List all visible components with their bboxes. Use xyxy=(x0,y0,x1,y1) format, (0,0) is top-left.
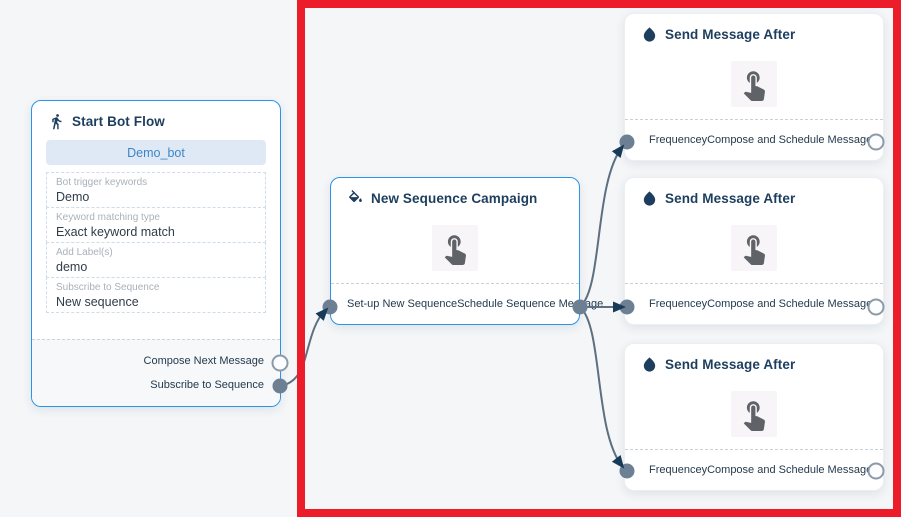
field-value: Exact keyword match xyxy=(56,225,175,239)
send-node-footer: Frequencey Compose and Schedule Message xyxy=(625,449,883,490)
hand-cursor-icon[interactable] xyxy=(731,61,777,107)
field-value: Demo xyxy=(56,190,90,204)
edge-subscribe-to-sequence xyxy=(279,309,326,387)
hand-cursor-icon[interactable] xyxy=(731,391,777,437)
water-drop-icon xyxy=(643,357,656,372)
sequence-node-body xyxy=(331,213,579,283)
send-message-after-node-2[interactable]: Send Message After Frequencey Compose an… xyxy=(624,177,884,325)
send-node-body xyxy=(625,49,883,119)
field-value: demo xyxy=(56,260,88,274)
sequence-node-header: New Sequence Campaign xyxy=(331,178,579,213)
send-node-footer: Frequencey Compose and Schedule Message xyxy=(625,283,883,324)
field-keyword-matching-type[interactable]: Keyword matching type Exact keyword matc… xyxy=(46,207,266,243)
hand-cursor-icon[interactable] xyxy=(731,225,777,271)
water-drop-icon xyxy=(643,191,656,206)
paint-bucket-icon xyxy=(349,190,362,203)
schedule-sequence-message-label: Schedule Sequence Message xyxy=(457,298,604,310)
field-label: Bot trigger keywords xyxy=(56,177,148,188)
new-sequence-campaign-node[interactable]: New Sequence Campaign Set-up New Sequenc… xyxy=(330,177,603,325)
field-bot-trigger-keywords[interactable]: Bot trigger keywords Demo xyxy=(46,172,266,208)
send-node-body xyxy=(625,379,883,449)
field-value: New sequence xyxy=(56,295,139,309)
output-row-subscribe-to-sequence: Subscribe to Sequence xyxy=(48,374,264,396)
walking-person-icon xyxy=(52,114,62,130)
send-node-header: Send Message After xyxy=(625,14,883,49)
send-node-header: Send Message After xyxy=(625,344,883,379)
sequence-node-footer: Set-up New Sequence Schedule Sequence Me… xyxy=(331,283,603,324)
water-drop-icon xyxy=(643,27,656,42)
field-label: Add Label(s) xyxy=(56,247,113,258)
start-node-header: Start Bot Flow xyxy=(32,101,280,136)
send-node-footer: Frequencey Compose and Schedule Message xyxy=(625,119,883,160)
sequence-node-title: New Sequence Campaign xyxy=(371,191,538,206)
compose-schedule-label: Compose and Schedule Message xyxy=(707,464,873,476)
setup-new-sequence-label: Set-up New Sequence xyxy=(347,298,458,310)
send-node-body xyxy=(625,213,883,283)
compose-schedule-label: Compose and Schedule Message xyxy=(707,134,873,146)
output-label: Compose Next Message xyxy=(143,355,264,367)
output-row-compose-next-message: Compose Next Message xyxy=(48,350,264,372)
send-node-title: Send Message After xyxy=(665,357,796,372)
field-subscribe-to-sequence[interactable]: Subscribe to Sequence New sequence xyxy=(46,277,266,313)
edge-to-send-node-3 xyxy=(579,306,623,467)
send-node-title: Send Message After xyxy=(665,27,796,42)
field-label: Keyword matching type xyxy=(56,212,160,223)
output-label: Subscribe to Sequence xyxy=(150,379,264,391)
edge-to-send-node-1 xyxy=(579,146,623,308)
start-node-footer: Compose Next Message Subscribe to Sequen… xyxy=(32,339,280,406)
start-node-title: Start Bot Flow xyxy=(72,114,165,129)
send-node-title: Send Message After xyxy=(665,191,796,206)
bot-name-button[interactable]: Demo_bot xyxy=(46,140,266,165)
start-bot-flow-node[interactable]: Start Bot Flow Demo_bot Bot trigger keyw… xyxy=(31,100,281,407)
field-label: Subscribe to Sequence xyxy=(56,282,160,293)
frequency-label: Frequencey xyxy=(649,464,708,476)
send-node-header: Send Message After xyxy=(625,178,883,213)
frequency-label: Frequencey xyxy=(649,134,708,146)
start-node-fields: Bot trigger keywords Demo Keyword matchi… xyxy=(46,172,266,313)
compose-schedule-label: Compose and Schedule Message xyxy=(707,298,873,310)
send-message-after-node-3[interactable]: Send Message After Frequencey Compose an… xyxy=(624,343,884,491)
frequency-label: Frequencey xyxy=(649,298,708,310)
field-add-labels[interactable]: Add Label(s) demo xyxy=(46,242,266,278)
send-message-after-node-1[interactable]: Send Message After Frequencey Compose an… xyxy=(624,13,884,161)
hand-cursor-icon[interactable] xyxy=(432,225,478,271)
